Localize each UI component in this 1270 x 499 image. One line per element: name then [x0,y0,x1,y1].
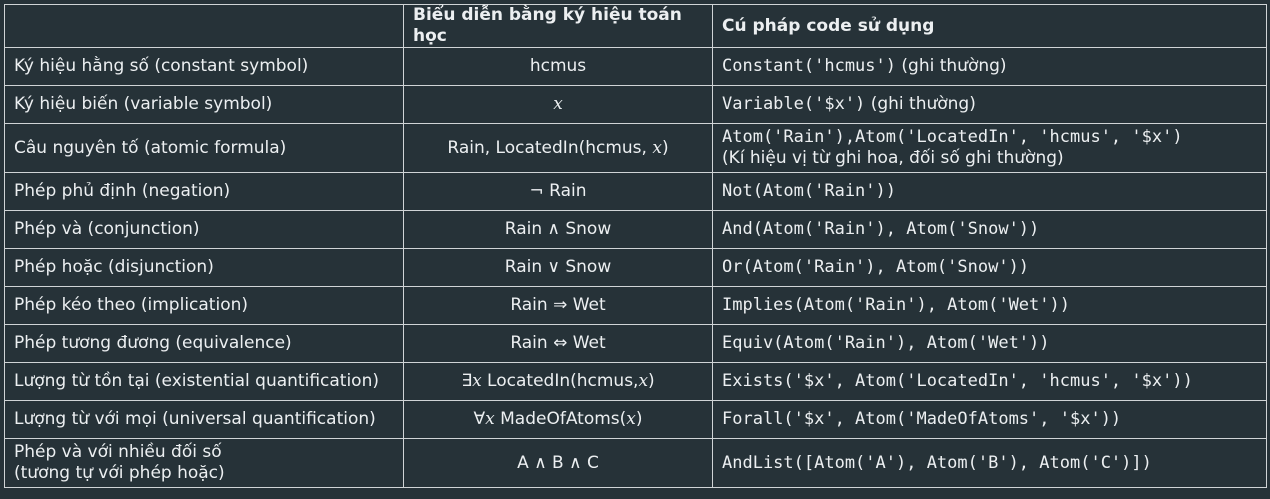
concept-cell: Phép hoặc (disjunction) [4,248,404,287]
header-concept [4,4,404,48]
math-variable: 𝑥 [652,137,662,158]
math-text: Rain ⇒ Wet [510,295,606,315]
table-row: Ký hiệu biến (variable symbol) 𝑥 Variabl… [4,85,1267,124]
table-row: Phép tương đương (equivalence) Rain ⇔ We… [4,324,1267,363]
code-note: (ghi thường) [865,94,976,114]
math-text: ∀ [473,409,486,429]
concept-cell: Ký hiệu biến (variable symbol) [4,85,404,124]
code-cell: Atom('Rain'),Atom('LocatedIn', 'hcmus', … [712,123,1267,173]
math-text: ∃ [461,371,473,391]
math-text: A ∧ B ∧ C [517,452,599,473]
math-text: MadeOfAtoms( [494,409,627,429]
math-cell: ∀𝑥 MadeOfAtoms(𝑥) [403,400,713,439]
math-text: ) [661,137,669,158]
math-variable: 𝑥 [472,371,482,391]
table-row: Phép kéo theo (implication) Rain ⇒ Wet I… [4,286,1267,325]
header-row: Biểu diễn bằng ký hiệu toán học Cú pháp … [4,4,1267,48]
code-text: Equiv(Atom('Rain'), Atom('Wet')) [722,333,1050,353]
code-note: (Kí hiệu vị từ ghi hoa, đối số ghi thườn… [722,148,1064,168]
code-text: Not(Atom('Rain')) [722,181,896,201]
code-cell: Or(Atom('Rain'), Atom('Snow')) [712,248,1267,287]
code-text: Atom('Rain'),Atom('LocatedIn', 'hcmus', … [722,127,1183,147]
concept-cell: Lượng từ với mọi (universal quantificati… [4,400,404,439]
math-text: Rain ∧ Snow [504,219,612,239]
table-row: Ký hiệu hằng số (constant symbol) hcmus … [4,47,1267,86]
code-cell: And(Atom('Rain'), Atom('Snow')) [712,210,1267,249]
concept-line: Phép và với nhiều đối số [14,442,222,462]
concept-cell: Phép và (conjunction) [4,210,404,249]
code-text: And(Atom('Rain'), Atom('Snow')) [722,219,1040,239]
code-cell: AndList([Atom('A'), Atom('B'), Atom('C')… [712,438,1267,488]
code-note: (ghi thường) [896,56,1007,76]
header-code: Cú pháp code sử dụng [712,4,1267,48]
math-cell: Rain ⇒ Wet [403,286,713,325]
math-cell: ∃𝑥 LocatedIn(hcmus,𝑥) [403,362,713,401]
math-text: LocatedIn(hcmus, [481,371,639,391]
code-text: Implies(Atom('Rain'), Atom('Wet')) [722,295,1070,315]
table-row: Phép hoặc (disjunction) Rain ∨ Snow Or(A… [4,248,1267,287]
math-variable: 𝑥 [626,409,636,429]
math-text: hcmus [529,56,587,76]
table-row: Phép phủ định (negation) ¬ Rain Not(Atom… [4,172,1267,211]
math-cell: Rain ∧ Snow [403,210,713,249]
math-text: Rain, LocatedIn(hcmus, [447,137,653,158]
math-cell: Rain, LocatedIn(hcmus, 𝑥) [403,123,713,173]
math-variable: 𝑥 [638,371,649,391]
table-row: Câu nguyên tố (atomic formula) Rain, Loc… [4,123,1267,173]
code-text: Exists('$x', Atom('LocatedIn', 'hcmus', … [722,371,1193,391]
table-row: Lượng từ với mọi (universal quantificati… [4,400,1267,439]
code-text: Variable('$x') [722,94,866,114]
math-variable: 𝑥 [553,94,563,114]
math-cell: 𝑥 [403,85,713,124]
logic-syntax-table: Biểu diễn bằng ký hiệu toán học Cú pháp … [4,4,1267,488]
code-cell: Constant('hcmus') (ghi thường) [712,47,1267,86]
code-text: Or(Atom('Rain'), Atom('Snow')) [722,257,1030,277]
math-cell: A ∧ B ∧ C [403,438,713,488]
math-variable: 𝑥 [485,409,495,429]
table-row: Phép và (conjunction) Rain ∧ Snow And(At… [4,210,1267,249]
code-cell: Implies(Atom('Rain'), Atom('Wet')) [712,286,1267,325]
math-cell: hcmus [403,47,713,86]
code-cell: Variable('$x') (ghi thường) [712,85,1267,124]
code-text: Forall('$x', Atom('MadeOfAtoms', '$x')) [722,409,1122,429]
header-math: Biểu diễn bằng ký hiệu toán học [403,4,713,48]
code-cell: Forall('$x', Atom('MadeOfAtoms', '$x')) [712,400,1267,439]
concept-cell: Lượng từ tồn tại (existential quantifica… [4,362,404,401]
code-cell: Exists('$x', Atom('LocatedIn', 'hcmus', … [712,362,1267,401]
concept-cell: Phép kéo theo (implication) [4,286,404,325]
code-cell: Equiv(Atom('Rain'), Atom('Wet')) [712,324,1267,363]
math-cell: ¬ Rain [403,172,713,211]
math-text: ¬ Rain [529,181,587,201]
math-cell: Rain ⇔ Wet [403,324,713,363]
code-cell: Not(Atom('Rain')) [712,172,1267,211]
table-row: Phép và với nhiều đối số(tương tự với ph… [4,438,1267,488]
concept-line: (tương tự với phép hoặc) [14,463,225,483]
concept-cell: Ký hiệu hằng số (constant symbol) [4,47,404,86]
concept-cell: Phép và với nhiều đối số(tương tự với ph… [4,438,404,488]
math-text: ) [648,371,655,391]
code-text: AndList([Atom('A'), Atom('B'), Atom('C')… [722,452,1152,473]
concept-cell: Phép tương đương (equivalence) [4,324,404,363]
concept-cell: Câu nguyên tố (atomic formula) [4,123,404,173]
math-text: ) [635,409,643,429]
math-text: Rain ∨ Snow [504,257,612,277]
concept-cell: Phép phủ định (negation) [4,172,404,211]
code-text: Constant('hcmus') [722,56,896,76]
math-cell: Rain ∨ Snow [403,248,713,287]
table-row: Lượng từ tồn tại (existential quantifica… [4,362,1267,401]
math-text: Rain ⇔ Wet [510,333,606,353]
